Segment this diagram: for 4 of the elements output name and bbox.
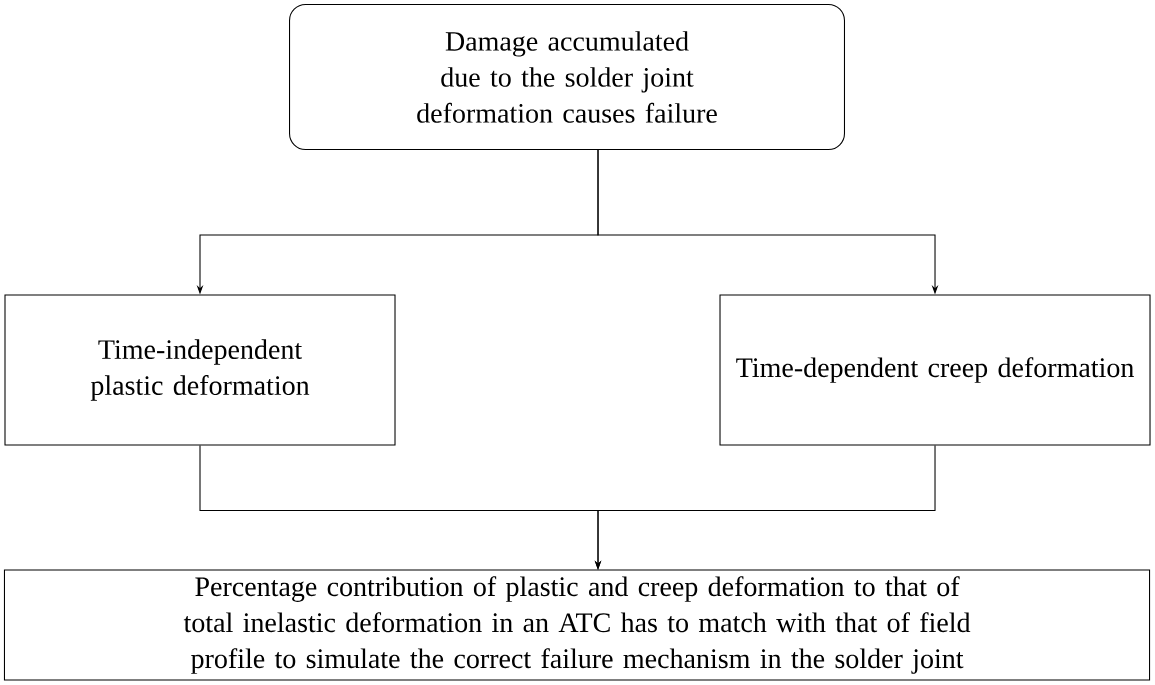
process-box: Percentage contribution of plastic and creep deformation to that of total inelastic deformation in an ATC has to match with that of field profile to simulate the correct failure mechanism in the solder joint	[3, 569, 1151, 681]
process-box: Time-dependent creep deformation	[719, 294, 1151, 446]
process-box: Damage accumulated due to the solder joint deformation causes failure	[289, 3, 845, 151]
process-box: Time-independent plastic deformation	[4, 294, 396, 446]
